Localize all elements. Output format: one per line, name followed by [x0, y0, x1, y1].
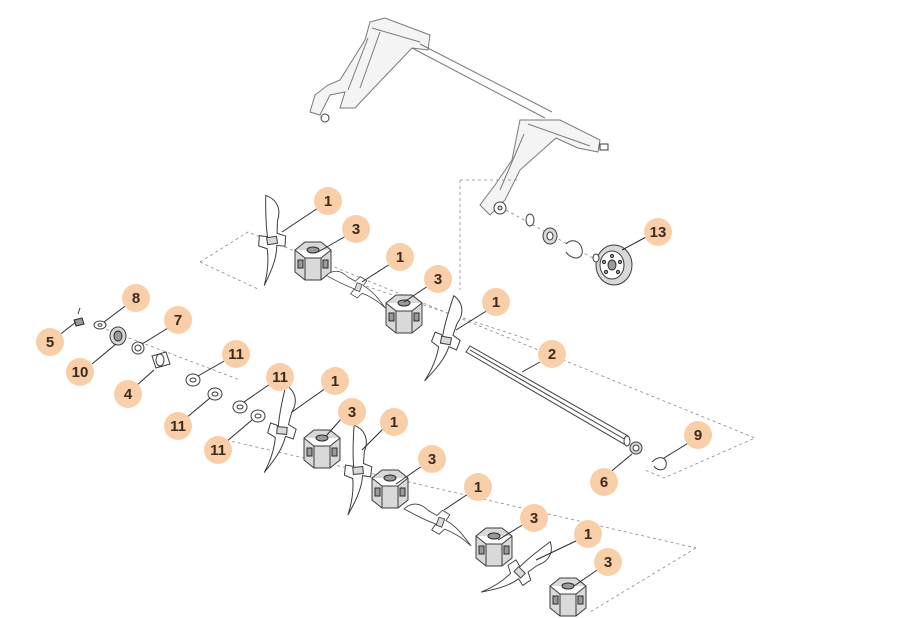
callout-label: 9	[694, 427, 702, 444]
callout-c11c: 11	[164, 412, 192, 440]
callout-label: 6	[600, 474, 608, 491]
callout-c8: 8	[122, 284, 150, 312]
callout-label: 3	[352, 221, 360, 238]
callout-circle	[314, 187, 342, 215]
callout-label: 1	[324, 193, 332, 210]
wheel-assembly	[525, 213, 633, 286]
callout-label: 3	[348, 404, 356, 421]
callout-c3c: 3	[338, 398, 366, 426]
callout-c6: 6	[590, 468, 618, 496]
callout-circle	[574, 520, 602, 548]
callout-label: 11	[170, 418, 186, 435]
callout-circle	[590, 468, 618, 496]
handle-frame	[309, 17, 609, 216]
callout-c1e: 1	[380, 408, 408, 436]
callout-c9: 9	[684, 421, 712, 449]
callout-c3f: 3	[594, 548, 622, 576]
callout-label: 10	[72, 364, 89, 381]
callout-circle	[66, 358, 94, 386]
shaft	[465, 345, 631, 447]
callout-c5: 5	[36, 328, 64, 356]
callout-circle	[594, 548, 622, 576]
callout-c1d: 1	[321, 367, 349, 395]
callout-circle	[321, 367, 349, 395]
callout-circle	[380, 408, 408, 436]
callout-c3b: 3	[424, 265, 452, 293]
callout-label: 1	[396, 249, 404, 266]
callout-circle	[538, 340, 566, 368]
callout-label: 3	[434, 271, 442, 288]
left-hardware	[73, 307, 266, 423]
callout-circle	[266, 363, 294, 391]
callout-c1a: 1	[314, 187, 342, 215]
callout-label: 13	[650, 224, 667, 241]
callout-circle	[122, 284, 150, 312]
callout-label: 3	[530, 510, 538, 527]
callout-circle	[342, 215, 370, 243]
callout-c7: 7	[164, 306, 192, 334]
callout-circle	[114, 380, 142, 408]
callout-label: 3	[604, 554, 612, 571]
callout-c1g: 1	[574, 520, 602, 548]
callout-label: 2	[548, 346, 556, 363]
callout-label: 11	[210, 442, 226, 459]
callout-circle	[520, 504, 548, 532]
callout-label: 8	[132, 290, 140, 307]
callout-c4: 4	[114, 380, 142, 408]
callout-c1c: 1	[482, 288, 510, 316]
callout-circle	[464, 473, 492, 501]
callout-c1f: 1	[464, 473, 492, 501]
callout-c3e: 3	[520, 504, 548, 532]
callout-circle	[164, 412, 192, 440]
callout-label: 11	[228, 346, 244, 363]
callout-circle	[644, 218, 672, 246]
callout-c1b: 1	[386, 243, 414, 271]
callout-label: 1	[492, 294, 500, 311]
callout-c11b: 11	[266, 363, 294, 391]
lower-tine-assembly	[263, 383, 587, 617]
callout-circle	[222, 340, 250, 368]
callout-label: 5	[46, 334, 54, 351]
callout-c3d: 3	[418, 445, 446, 473]
callout-circle	[684, 421, 712, 449]
callout-c11d: 11	[204, 436, 232, 464]
callout-circle	[482, 288, 510, 316]
callout-circle	[36, 328, 64, 356]
callout-circle	[386, 243, 414, 271]
callout-c11a: 11	[222, 340, 250, 368]
callout-circle	[164, 306, 192, 334]
callout-label: 3	[428, 451, 436, 468]
callout-label: 1	[584, 526, 592, 543]
callout-label: 4	[124, 386, 133, 403]
callout-c3a: 3	[342, 215, 370, 243]
callout-c2: 2	[538, 340, 566, 368]
callout-circle	[204, 436, 232, 464]
shaft-end-parts	[629, 441, 667, 471]
callout-circle	[418, 445, 446, 473]
callout-c13: 13	[644, 218, 672, 246]
leader-lines	[57, 207, 691, 587]
callout-label: 11	[272, 369, 288, 386]
callout-label: 7	[174, 312, 182, 329]
callout-label: 1	[474, 479, 482, 496]
callout-circle	[424, 265, 452, 293]
callout-label: 1	[331, 373, 339, 390]
callout-c10: 10	[66, 358, 94, 386]
callout-circle	[338, 398, 366, 426]
callout-label: 1	[390, 414, 398, 431]
